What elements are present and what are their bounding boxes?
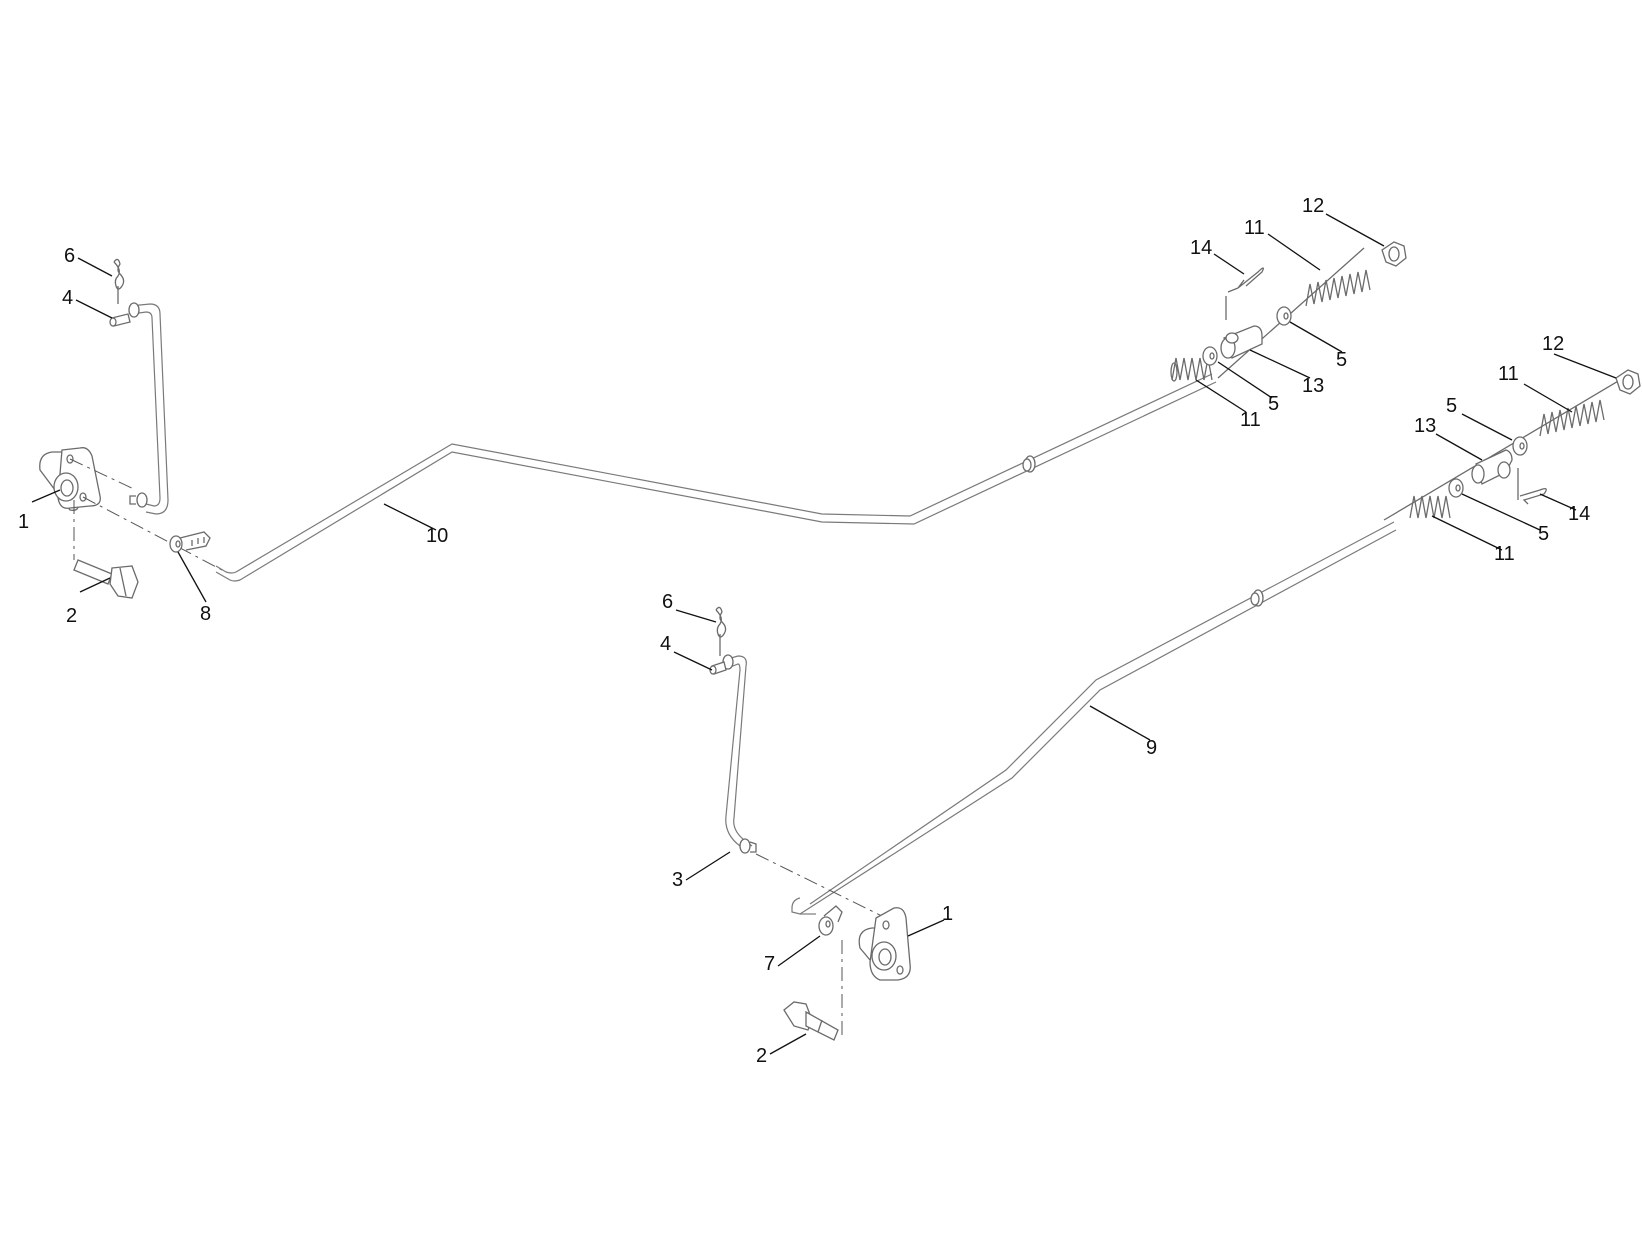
callout-7: 7 [764,953,775,975]
upper-right-hardware [1170,241,1407,382]
clevis-pin-4-lower [709,661,727,675]
dash-line [82,496,223,571]
callout-1: 1 [942,903,953,925]
callout-14: 14 [1568,503,1590,525]
callout-11: 11 [1244,217,1265,239]
callout-11: 11 [1498,363,1519,385]
pivot-bracket-1-lower [858,907,911,981]
trunnion-13-lower [1471,449,1513,485]
hairpin-cotter-14-upper [1227,267,1264,293]
callout-5: 5 [1538,523,1549,545]
callout-10: 10 [426,525,448,547]
callout-6: 6 [662,591,673,613]
callout-9: 9 [1146,737,1157,759]
callout-labels: 6 4 1 2 8 10 14 11 12 5 13 5 11 12 11 5 … [18,195,1590,1067]
link-rod-left [128,302,169,515]
spring-11-small-upper [1170,357,1213,382]
lock-nut-12 [1615,369,1641,395]
callout-5: 5 [1268,393,1279,415]
callout-2: 2 [756,1045,767,1067]
long-rod-10 [215,373,1217,582]
callout-4: 4 [660,633,671,655]
spring-11-small-lower [1409,495,1451,519]
callout-8: 8 [200,603,211,625]
callout-1: 1 [18,511,29,533]
callout-11: 11 [1240,409,1261,431]
lower-right-hardware [1383,369,1641,521]
link-rod-3 [722,654,757,854]
callout-12: 12 [1302,195,1324,217]
rod-clip-7 [818,905,843,936]
long-rod-9 [791,521,1397,915]
lock-nut-12 [1381,241,1407,267]
hairpin-cotter-6-lower [715,606,727,656]
callout-11: 11 [1494,543,1515,565]
callout-14: 14 [1190,237,1212,259]
callout-4: 4 [62,287,73,309]
callout-3: 3 [672,869,683,891]
callout-5: 5 [1446,395,1457,417]
callout-13: 13 [1414,415,1436,437]
spring-11-long-lower [1539,399,1605,437]
hairpin-cotter-14-lower [1517,468,1547,505]
dash-line [755,853,891,921]
callout-12: 12 [1542,333,1564,355]
clevis-pin-4-left [109,313,131,327]
callout-6: 6 [64,245,75,267]
hairpin-cotter-6-left [113,258,125,304]
dash-line [69,458,137,491]
shoulder-bolt-2-left [73,559,139,599]
lower-assembly [709,606,911,1041]
callout-leaders [31,213,1617,1055]
trunnion-13-upper [1220,296,1263,359]
rod-clip-8 [169,531,211,553]
shoulder-bolt-2-lower [783,1001,839,1041]
spring-11-long-upper [1305,269,1371,307]
callout-13: 13 [1302,375,1324,397]
callout-2: 2 [66,605,77,627]
left-assembly [39,258,223,599]
callout-5: 5 [1336,349,1347,371]
pivot-bracket-1-left [39,447,101,511]
